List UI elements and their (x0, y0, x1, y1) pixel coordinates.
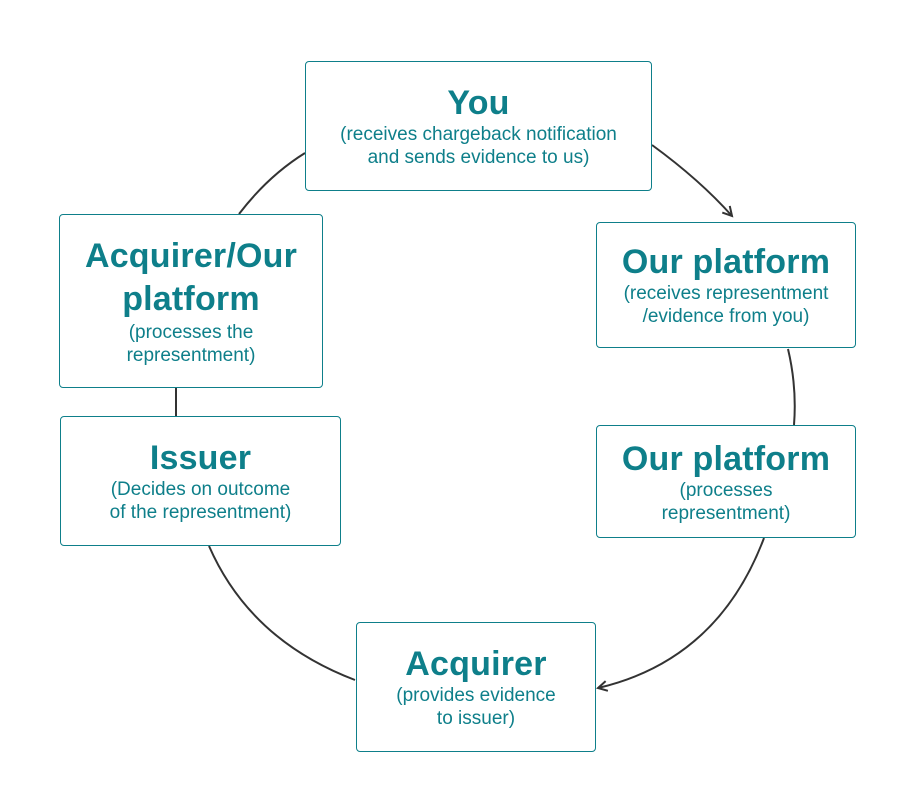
step-you-description: (receives chargeback notification and se… (340, 124, 617, 168)
arrow-you-to-our-platform (651, 144, 732, 216)
step-our-platform-receives-title: Our platform (621, 243, 831, 281)
step-acquirer-our-platform-description: (processes the representment) (126, 322, 256, 366)
arrow-processes-to-acquirer (598, 537, 765, 688)
step-our-platform-receives-description: (receives representment /evidence from y… (623, 283, 829, 327)
step-our-platform-receives-box: Our platform (receives representment /ev… (596, 222, 856, 348)
step-acquirer-our-platform-box: Acquirer/Our platform (processes the rep… (59, 214, 323, 388)
connector-acquirer-to-issuer (208, 545, 356, 681)
step-our-platform-processes-title: Our platform (621, 439, 831, 478)
step-issuer-description: (Decides on outcome of the representment… (109, 479, 292, 523)
step-acquirer-title: Acquirer (405, 645, 547, 683)
step-issuer-title: Issuer (149, 439, 252, 477)
step-acquirer-our-platform-title: Acquirer/Our platform (84, 237, 298, 318)
step-you-title: You (447, 84, 510, 122)
step-you-box: You (receives chargeback notification an… (305, 61, 652, 191)
step-acquirer-box: Acquirer (provides evidence to issuer) (356, 622, 596, 752)
step-our-platform-processes-description: (processes representment) (661, 479, 791, 524)
step-our-platform-processes-box: Our platform (processes representment) (596, 425, 856, 538)
connector-acquirer-our-platform-to-you (238, 152, 306, 215)
connector-receives-to-processes (787, 348, 796, 426)
step-issuer-box: Issuer (Decides on outcome of the repres… (60, 416, 341, 546)
step-acquirer-description: (provides evidence to issuer) (396, 685, 556, 729)
